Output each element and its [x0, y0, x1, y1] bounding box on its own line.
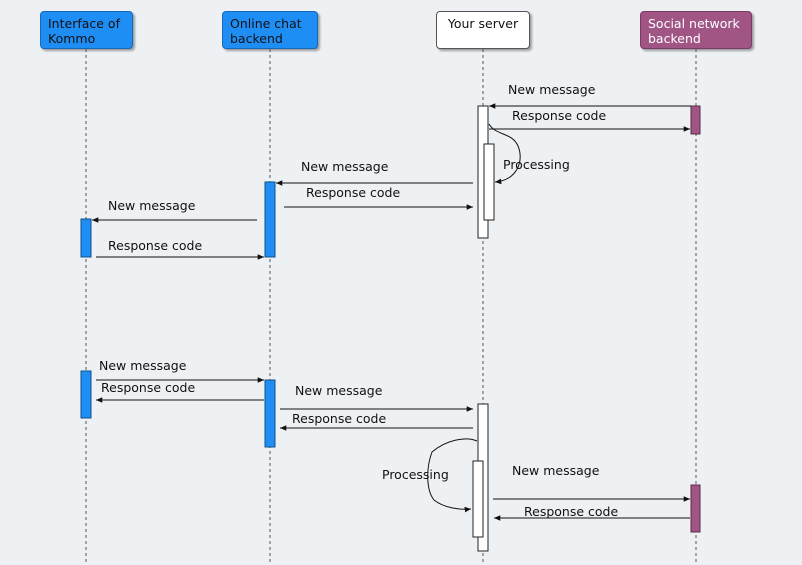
message-label: Response code	[512, 108, 606, 123]
message-label: Response code	[108, 238, 202, 253]
participant-social-network-backend: Social network backend	[640, 11, 752, 49]
participant-label: Online chat backend	[230, 16, 302, 46]
activation-social-1	[690, 105, 701, 135]
message-label: New message	[99, 358, 187, 373]
activation-chat-1	[264, 181, 276, 258]
activation-server-1b	[483, 143, 495, 221]
activation-chat-2	[264, 379, 276, 448]
participant-label: Interface of Kommo	[48, 16, 120, 46]
message-label: New message	[512, 463, 600, 478]
activation-server-2b	[472, 460, 484, 538]
participant-online-chat-backend: Online chat backend	[222, 11, 318, 49]
self-call-processing-2	[427, 438, 478, 513]
message-label: Response code	[524, 504, 618, 519]
message-label: Response code	[292, 411, 386, 426]
message-label: New message	[108, 198, 196, 213]
self-call-processing	[488, 123, 521, 185]
message-label: Response code	[306, 185, 400, 200]
activation-kommo-1	[80, 218, 92, 258]
participant-your-server: Your server	[436, 11, 530, 49]
participant-interface-of-kommo: Interface of Kommo	[40, 11, 133, 49]
participant-label: Your server	[447, 16, 519, 31]
activation-kommo-2	[80, 370, 92, 419]
message-label: New message	[301, 159, 389, 174]
processing-label: Processing	[382, 467, 449, 482]
participant-label: Social network backend	[648, 16, 740, 46]
message-label: Response code	[101, 380, 195, 395]
activation-social-2	[690, 484, 701, 533]
processing-label: Processing	[503, 157, 570, 172]
message-label: New message	[508, 82, 596, 97]
message-label: New message	[295, 383, 383, 398]
